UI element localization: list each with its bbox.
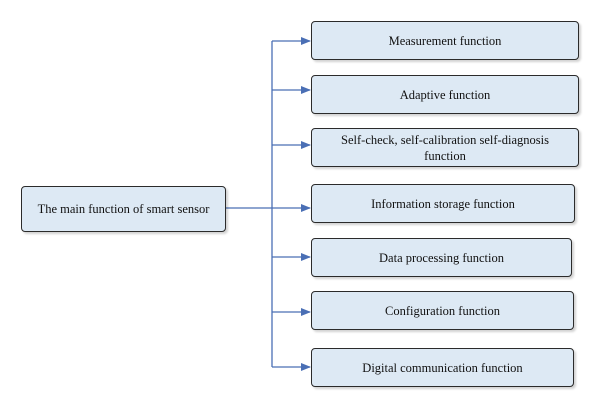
node-self-check-function: Self-check, self-calibration self-diagno… (311, 128, 579, 167)
node-label: Self-check, self-calibration self-diagno… (341, 132, 549, 163)
node-label: Information storage function (371, 196, 515, 211)
node-configuration-function: Configuration function (311, 291, 574, 330)
node-label: Data processing function (379, 250, 504, 265)
node-data-processing-function: Data processing function (311, 238, 572, 277)
node-information-storage-function: Information storage function (311, 184, 575, 223)
node-measurement-function: Measurement function (311, 21, 579, 60)
node-label: Configuration function (385, 303, 500, 318)
root-node-main-function: The main function of smart sensor (21, 186, 226, 232)
node-label: Measurement function (388, 33, 502, 48)
node-adaptive-function: Adaptive function (311, 75, 579, 114)
node-label: Digital communication function (362, 360, 523, 375)
node-digital-communication-function: Digital communication function (311, 348, 574, 387)
root-node-label: The main function of smart sensor (37, 202, 210, 216)
node-label: Adaptive function (399, 87, 491, 102)
